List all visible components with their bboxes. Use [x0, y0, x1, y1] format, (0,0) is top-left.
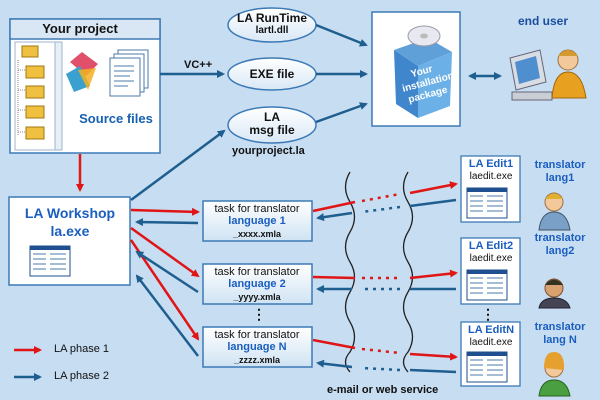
task-3-file: _zzzz.xmla [233, 355, 281, 365]
source-files-label: Source files [79, 111, 153, 126]
editor-1-title: LA Edit1 [468, 158, 514, 170]
runtime-label: LA RunTime [236, 11, 307, 25]
task-1-heading: task for translator [214, 203, 300, 215]
editor-window-1 [460, 155, 521, 223]
end-user-label: end user [518, 14, 569, 28]
msg-oval [227, 106, 317, 144]
task-2-heading: task for translator [214, 266, 300, 278]
editor-2-title: LA Edit2 [468, 240, 514, 252]
translator-1-icon [538, 192, 571, 231]
translator-1-label: translator lang1 [534, 159, 586, 184]
task-1-file: _xxxx.xmla [232, 229, 282, 239]
task-box-2 [202, 263, 313, 305]
msg-file-label: msg file [249, 123, 295, 137]
translator-2-icon [538, 278, 571, 309]
task-box-3 [202, 326, 313, 368]
editor-1-exe: laedit.exe [469, 171, 513, 182]
visual-studio-icon [66, 52, 98, 92]
tasks-ellipsis: ⋮ [252, 306, 266, 322]
msg-label: LA [264, 110, 280, 124]
runtime-file-label: lartl.dll [255, 25, 289, 36]
folder-icon [21, 45, 45, 140]
translator-2-label: translator lang2 [534, 232, 586, 257]
editor-3-exe: laedit.exe [469, 337, 513, 348]
project-title: Your project [42, 21, 118, 36]
source-document-icon [109, 49, 149, 97]
workshop-exe: la.exe [50, 223, 90, 239]
phase2-arrows [130, 23, 502, 374]
task-2-file: _yyyy.xmla [233, 292, 281, 302]
task-3-language: language N [227, 341, 287, 353]
task-3-heading: task for translator [214, 329, 300, 341]
msg-filename: yourproject.la [232, 145, 305, 157]
installation-package [371, 11, 461, 127]
transport-label: e-mail or web service [327, 384, 439, 396]
editor-2-exe: laedit.exe [469, 253, 513, 264]
compiler-label: VC++ [184, 59, 213, 71]
end-user-icon [509, 49, 587, 101]
task-1-language: language 1 [228, 215, 286, 227]
editors-ellipsis: ⋮ [481, 306, 495, 322]
transport-channel [344, 171, 414, 373]
editor-window-3 [460, 321, 521, 387]
translator-3-icon [538, 352, 571, 397]
workshop-box [8, 196, 131, 286]
exe-file-label: EXE file [249, 67, 295, 81]
editor-3-title: LA EditN [467, 324, 515, 336]
legend-phase1-label: LA phase 1 [54, 343, 110, 355]
editor-window-2 [460, 237, 521, 305]
workshop-title: LA Workshop [24, 205, 116, 221]
task-2-language: language 2 [228, 278, 286, 290]
task-box-1 [202, 200, 313, 242]
legend-phase2-label: LA phase 2 [54, 370, 110, 382]
translator-3-label: translator lang N [534, 321, 586, 346]
